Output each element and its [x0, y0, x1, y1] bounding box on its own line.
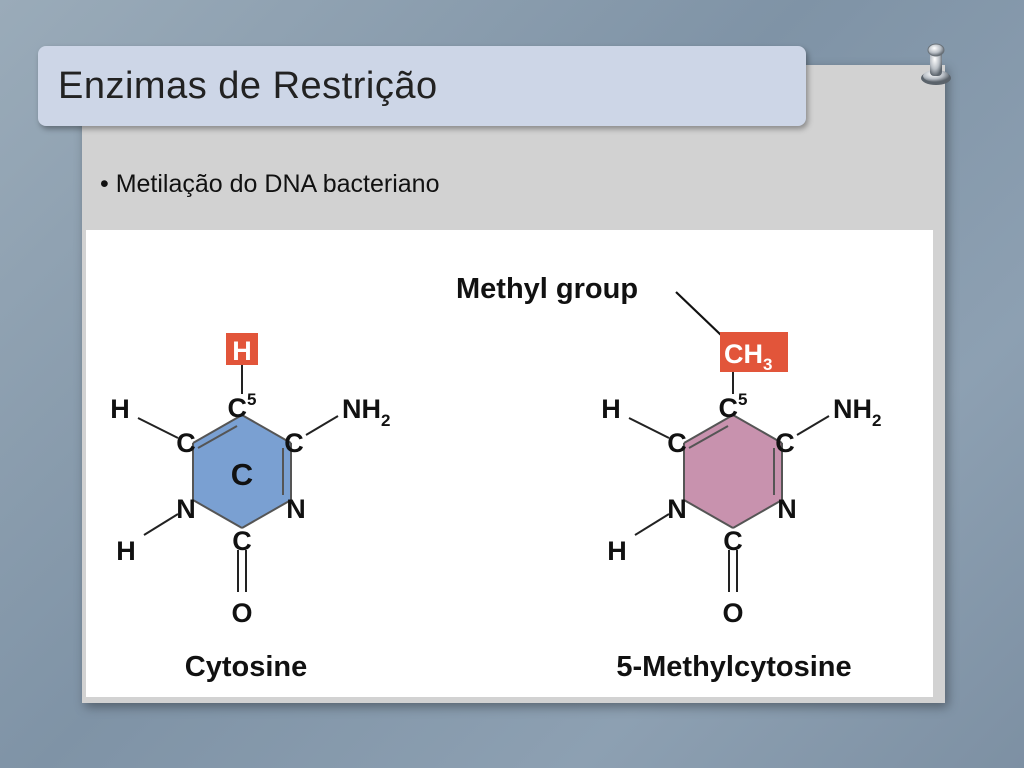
atom-o: O: [231, 598, 252, 628]
cytosine-bond: [192, 414, 243, 444]
methylcytosine-double-bond: [688, 425, 729, 449]
methylcytosine-name: 5-Methylcytosine: [616, 651, 851, 683]
c-h-bond: [137, 417, 179, 439]
methylcytosine-bond: [732, 499, 783, 529]
atom-c-right: C: [775, 428, 795, 458]
cytosine-bond: [192, 499, 243, 529]
atom-h-left-top: H: [601, 394, 621, 424]
c5-hydrogen: H: [232, 336, 252, 366]
cytosine-double-bond: [197, 425, 238, 449]
amino-group: NH2: [833, 394, 881, 430]
methyl-pointer-line: [675, 291, 723, 337]
methyl-group: CH3: [724, 339, 772, 374]
atom-c-left: C: [667, 428, 687, 458]
atom-c5: C5: [719, 390, 748, 423]
n-h-bond: [634, 513, 670, 536]
c-h-bond: [628, 417, 670, 439]
atom-c-bottom: C: [723, 526, 743, 556]
atom-n-left: N: [176, 494, 196, 524]
bullet-marker: •: [100, 170, 116, 198]
pushpin-icon: [921, 43, 951, 85]
methylcytosine-bond: [683, 499, 734, 529]
atom-h-left-top: H: [110, 394, 130, 424]
highlight-ch3-box: [720, 332, 788, 372]
cytosine-methylation-figure: Methyl group H C5 C: [86, 230, 933, 697]
molecule-diagram: Methyl group H C5 C: [110, 273, 881, 683]
c-nh2-bond: [796, 415, 830, 436]
atom-n-right: N: [286, 494, 306, 524]
methylcytosine-molecule: CH3 C5 C C N N C O H H NH2 5-Methylcytos…: [601, 332, 881, 683]
slide-title: Enzimas de Restrição: [58, 65, 438, 107]
ring-letter: C: [231, 457, 253, 492]
atom-o: O: [722, 598, 743, 628]
atom-c5: C5: [228, 390, 257, 423]
atom-c-left: C: [176, 428, 196, 458]
bullet-text: Metilação do DNA bacteriano: [115, 170, 440, 198]
bullet-item: • Metilação do DNA bacteriano: [100, 170, 440, 199]
atom-n-right: N: [777, 494, 797, 524]
atom-h-left-bottom: H: [607, 536, 627, 566]
n-h-bond: [143, 513, 179, 536]
atom-n-left: N: [667, 494, 687, 524]
atom-c-right: C: [284, 428, 304, 458]
cytosine-ring-fill: [193, 415, 291, 528]
methyl-group-label: Methyl group: [456, 273, 638, 305]
title-banner: Enzimas de Restrição: [38, 46, 806, 126]
cytosine-bond: [241, 499, 292, 529]
atom-c-bottom: C: [232, 526, 252, 556]
highlight-h-box: [226, 333, 258, 365]
c-nh2-bond: [305, 415, 339, 436]
atom-h-left-bottom: H: [116, 536, 136, 566]
cytosine-name: Cytosine: [185, 651, 307, 683]
methylcytosine-bond: [732, 414, 783, 444]
methylcytosine-bond: [683, 414, 734, 444]
amino-group: NH2: [342, 394, 390, 430]
cytosine-bond: [241, 414, 292, 444]
cytosine-molecule: H C5 C C C N N C O H H NH2 Cytosine: [110, 333, 390, 683]
methylcytosine-ring-fill: [684, 415, 782, 528]
